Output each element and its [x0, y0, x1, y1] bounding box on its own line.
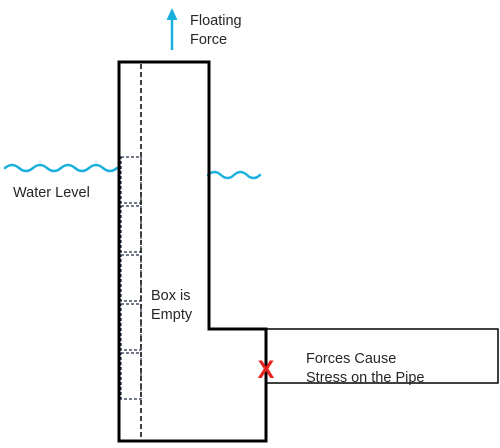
- floating-force-label-line2: Force: [190, 32, 228, 48]
- stress-note-label-line1: Forces Cause: [306, 351, 397, 367]
- stress-marker: X: [258, 356, 275, 384]
- stress-note-label: Forces Cause Stress on the Pipe: [306, 350, 425, 388]
- box-state-label: Box is Empty: [151, 287, 192, 325]
- water-wave-right: [206, 170, 262, 180]
- stress-note-label-line2: Stress on the Pipe: [306, 370, 425, 386]
- floating-force-arrow: [166, 8, 178, 50]
- floating-force-label-line1: Floating: [190, 13, 242, 29]
- water-wave-left: [3, 163, 119, 173]
- pipe-outline: [265, 328, 499, 384]
- box-state-label-line2: Empty: [151, 307, 193, 323]
- water-level-label: Water Level: [13, 185, 90, 201]
- submerged-wall-segments: [120, 156, 142, 400]
- floating-force-label: Floating Force: [190, 12, 242, 50]
- box-state-label-line1: Box is: [151, 288, 191, 304]
